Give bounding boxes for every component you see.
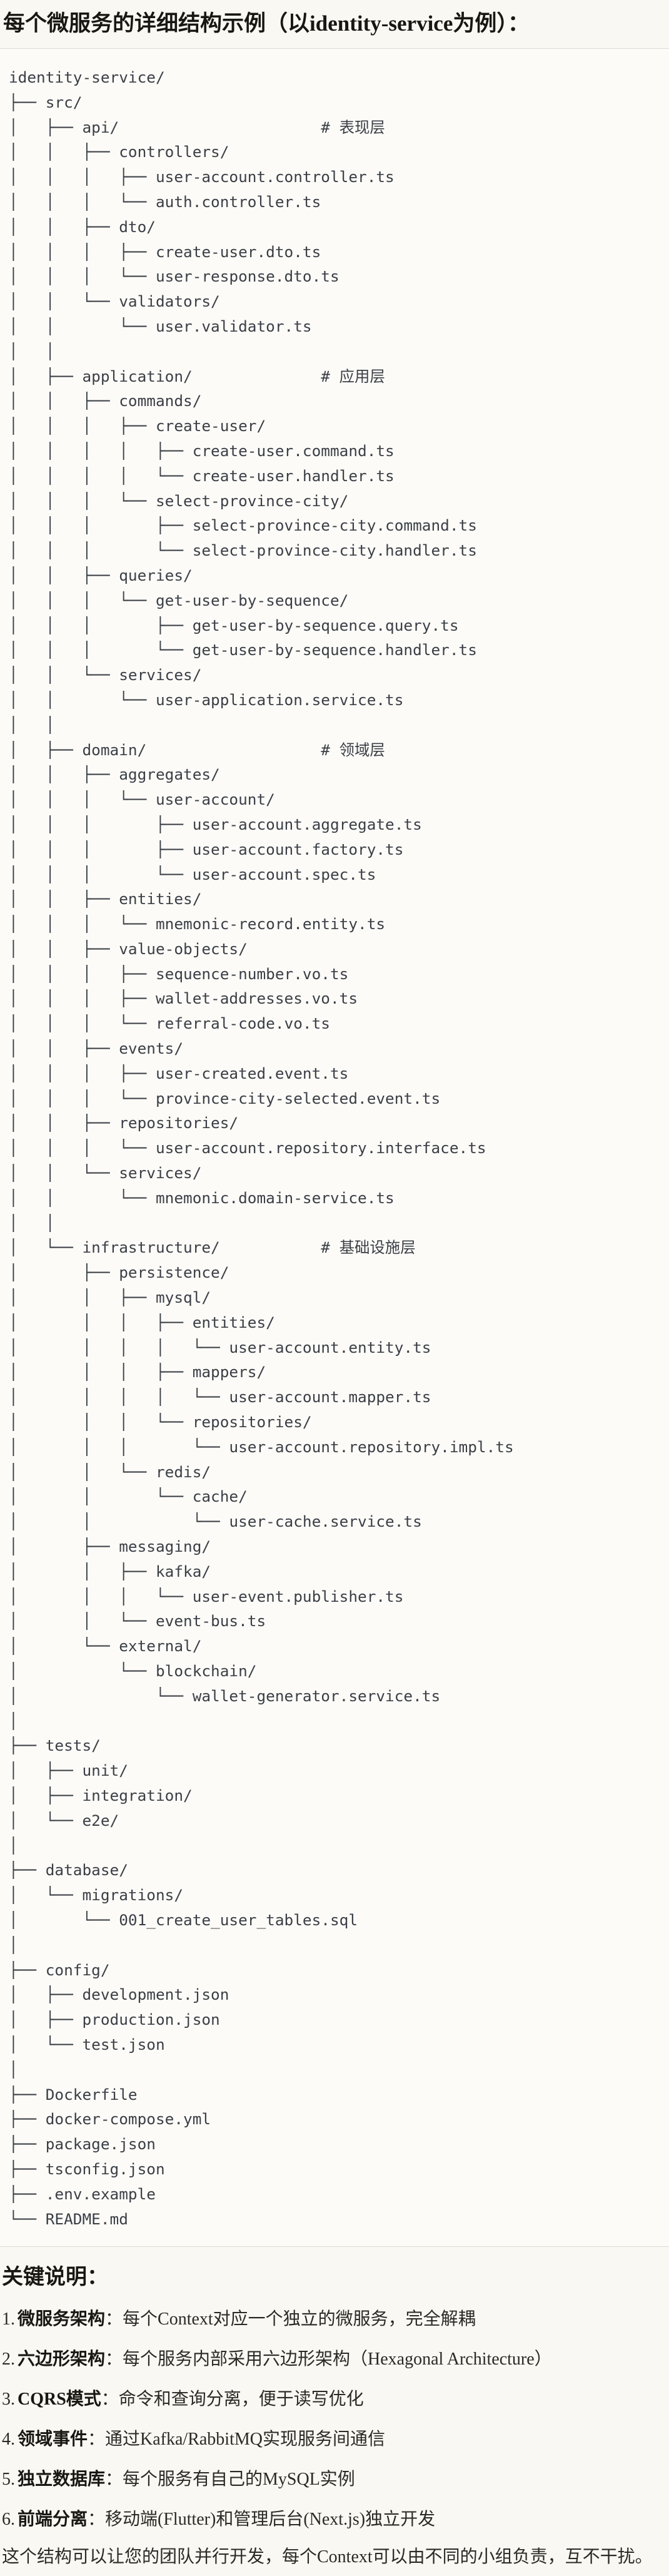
note-number: 6. xyxy=(2,2510,15,2530)
note-item-2: 2.六边形架构：每个服务内部采用六边形架构（Hexagonal Architec… xyxy=(2,2348,660,2371)
title-section: 每个微服务的详细结构示例（以identity-service为例）： xyxy=(0,0,669,48)
note-term: 六边形架构 xyxy=(18,2349,106,2370)
note-item-6: 6.前端分离：移动端(Flutter)和管理后台(Next.js)独立开发 xyxy=(2,2508,660,2532)
directory-tree: identity-service/ ├── src/ │ ├── api/ # … xyxy=(9,68,514,2228)
note-number: 4. xyxy=(2,2430,15,2450)
note-term: 前端分离 xyxy=(18,2510,88,2530)
note-term: 独立数据库 xyxy=(18,2470,106,2490)
code-block: identity-service/ ├── src/ │ ├── api/ # … xyxy=(0,48,669,2248)
note-item-5: 5.独立数据库：每个服务有自己的MySQL实例 xyxy=(2,2468,660,2492)
note-number: 1. xyxy=(2,2309,15,2329)
note-number: 2. xyxy=(2,2349,15,2370)
notes-section: 关键说明： 1.微服务架构：每个Context对应一个独立的微服务，完全解耦 2… xyxy=(0,2264,669,2569)
note-item-1: 1.微服务架构：每个Context对应一个独立的微服务，完全解耦 xyxy=(2,2308,660,2331)
note-description: ：每个服务内部采用六边形架构（Hexagonal Architecture） xyxy=(105,2349,552,2370)
note-term: 微服务架构 xyxy=(18,2309,106,2329)
note-description: ：每个服务有自己的MySQL实例 xyxy=(105,2470,355,2490)
note-description: ：通过Kafka/RabbitMQ实现服务间通信 xyxy=(88,2430,385,2450)
page-title: 每个微服务的详细结构示例（以identity-service为例）： xyxy=(3,11,530,36)
note-number: 3. xyxy=(2,2390,15,2410)
note-term: 领域事件 xyxy=(18,2430,88,2450)
note-description: ：每个Context对应一个独立的微服务，完全解耦 xyxy=(105,2309,476,2329)
note-description: ：命令和查询分离，便于读写优化 xyxy=(101,2390,364,2410)
notes-heading: 关键说明： xyxy=(2,2266,108,2289)
note-description: ：移动端(Flutter)和管理后台(Next.js)独立开发 xyxy=(88,2510,436,2530)
closing-paragraph: 这个结构可以让您的团队并行开发，每个Context可以由不同的小组负责，互不干扰… xyxy=(2,2547,653,2567)
note-term: CQRS模式 xyxy=(18,2390,101,2410)
note-item-4: 4.领域事件：通过Kafka/RabbitMQ实现服务间通信 xyxy=(2,2428,660,2451)
note-number: 5. xyxy=(2,2470,15,2490)
note-item-3: 3.CQRS模式：命令和查询分离，便于读写优化 xyxy=(2,2388,660,2411)
